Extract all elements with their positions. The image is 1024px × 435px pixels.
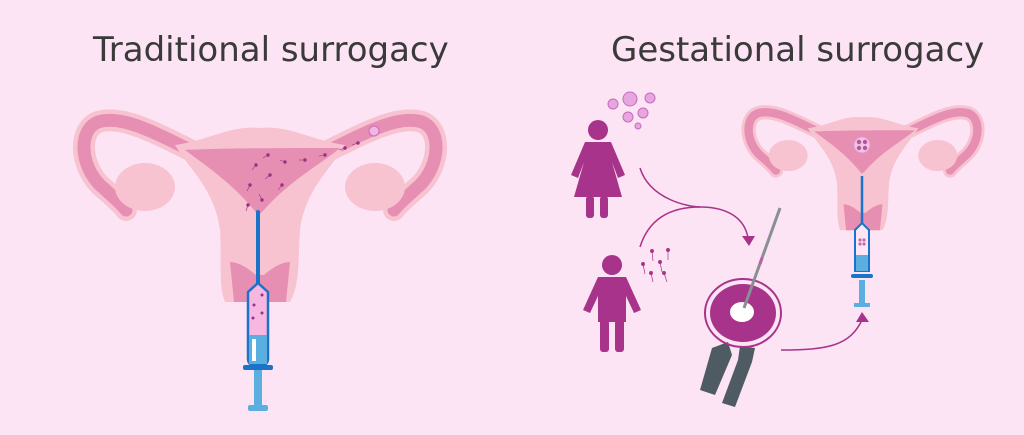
sperm-cells bbox=[641, 248, 670, 283]
arrowhead-icon bbox=[742, 236, 755, 246]
man-icon bbox=[583, 255, 641, 352]
egg-icon bbox=[368, 125, 380, 137]
syringe bbox=[243, 210, 273, 411]
syringe-gestational bbox=[851, 176, 873, 307]
woman-icon bbox=[571, 120, 625, 218]
gestational-surrogacy-title: Gestational surrogacy bbox=[611, 30, 985, 70]
icsi-dish bbox=[700, 207, 782, 407]
egg-cells bbox=[607, 91, 656, 130]
uterus-traditional bbox=[84, 120, 436, 411]
arrow-dish-to-uterus bbox=[780, 319, 863, 351]
arrowhead-icon bbox=[856, 312, 869, 322]
embryo-icon bbox=[853, 136, 871, 154]
sperm-icons bbox=[245, 141, 360, 212]
traditional-surrogacy-title: Traditional surrogacy bbox=[93, 30, 449, 70]
arrows bbox=[639, 167, 863, 351]
arrow-egg-to-dish bbox=[639, 167, 749, 239]
